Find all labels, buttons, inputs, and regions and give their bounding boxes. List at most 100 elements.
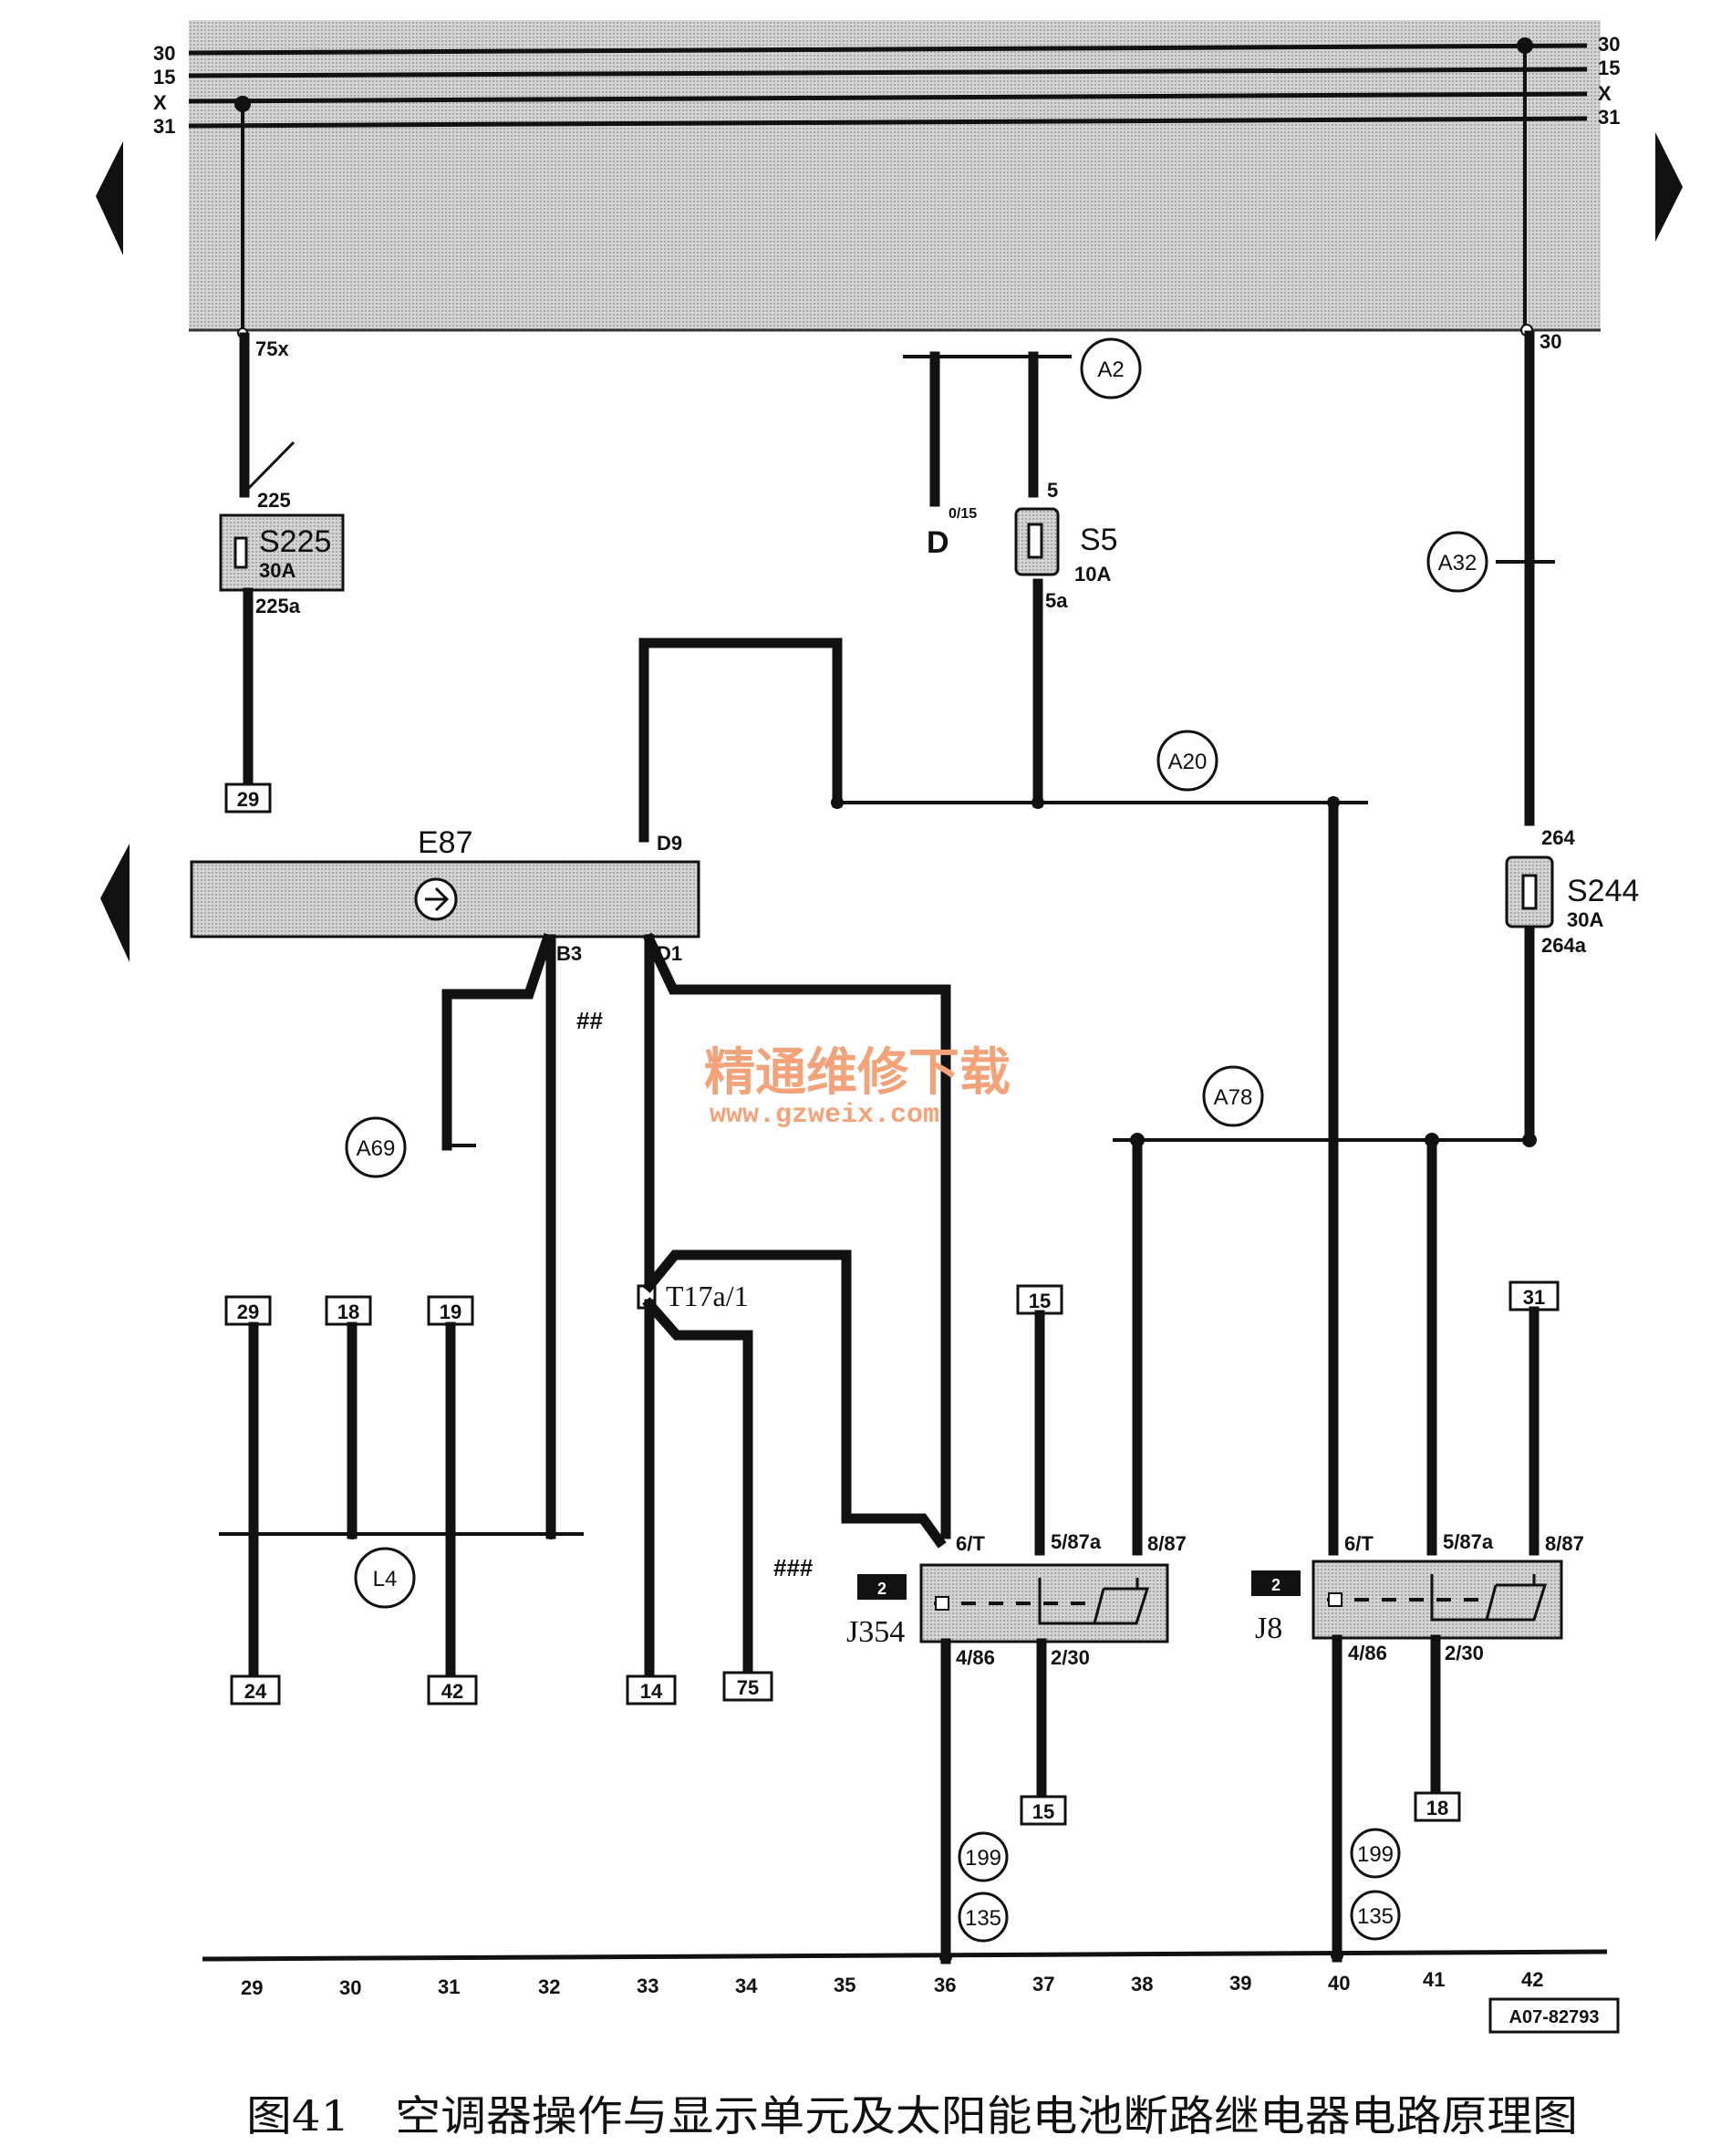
watermark-title: 精通维修下载 xyxy=(704,1043,1011,1103)
watermark-url: www.gzweix.com xyxy=(710,1100,939,1131)
j354-pin-887: 8/87 xyxy=(1147,1532,1187,1555)
ref-box-15-top xyxy=(1016,1284,1063,1315)
relay-j8-coil-box xyxy=(1328,1592,1343,1607)
scale-32: 32 xyxy=(538,1975,560,1998)
ref-box-18-label: 18 xyxy=(337,1301,359,1323)
relay-j354-coil-box xyxy=(935,1596,949,1611)
relay-j8-switch xyxy=(1430,1574,1548,1622)
connector-t17a-label: T17a/1 xyxy=(666,1280,749,1312)
circle-199-j8-label: 199 xyxy=(1357,1842,1394,1867)
ref-box-18-bottom xyxy=(1414,1791,1461,1822)
scale-35: 35 xyxy=(834,1974,855,1996)
ref-box-18 xyxy=(325,1295,372,1326)
page-prev-arrow-icon[interactable] xyxy=(96,141,123,255)
scale-29: 29 xyxy=(241,1976,263,1999)
pin-5a-label: 5a xyxy=(1045,589,1068,612)
circle-a78 xyxy=(1202,1065,1264,1127)
pin-75x-label: 75x xyxy=(255,337,289,360)
ref-box-14 xyxy=(626,1674,677,1705)
circle-a2 xyxy=(1080,337,1142,399)
circle-135-j8 xyxy=(1350,1890,1401,1941)
ref-box-15-top-label: 15 xyxy=(1029,1290,1051,1312)
scale-34: 34 xyxy=(735,1975,758,1997)
ground-bus xyxy=(202,1949,1608,1962)
wire-e87-d9 xyxy=(638,637,843,843)
pin-5-label: 5 xyxy=(1047,479,1058,502)
j354-pin-587a: 5/87a xyxy=(1051,1530,1102,1553)
relay-j354-switch xyxy=(1038,1578,1150,1625)
wire-b3-a69 xyxy=(441,933,554,1151)
wire-break-mark xyxy=(243,441,295,494)
circle-135-j8-label: 135 xyxy=(1357,1904,1394,1929)
scale-38: 38 xyxy=(1131,1973,1153,1995)
ref-box-19-label: 19 xyxy=(440,1301,461,1323)
rail-label-right-15: 15 xyxy=(1598,57,1620,79)
j8-pin-486: 4/86 xyxy=(1348,1642,1387,1664)
circle-l4-label: L4 xyxy=(373,1567,398,1591)
scale-39: 39 xyxy=(1229,1972,1251,1995)
pin-225a-label: 225a xyxy=(255,595,301,617)
pin-d9-label: D9 xyxy=(657,832,682,855)
relay-j354-tag xyxy=(857,1574,907,1600)
ref-box-24 xyxy=(230,1674,281,1705)
j8-pin-6t: 6/T xyxy=(1344,1532,1374,1555)
pin-225-label: 225 xyxy=(257,489,291,512)
rail-31 xyxy=(188,116,1588,129)
circle-a20 xyxy=(1156,730,1218,792)
scale-40: 40 xyxy=(1328,1972,1350,1995)
ref-box-29-label: 29 xyxy=(237,1301,259,1323)
ref-box-29-top xyxy=(224,783,272,814)
page-prev-arrow-icon-2[interactable] xyxy=(100,844,130,962)
rail-label-left-15: 15 xyxy=(153,66,175,88)
fuse-s225-rating: 30A xyxy=(259,559,295,582)
power-rail-panel xyxy=(189,20,1601,330)
circle-l4 xyxy=(354,1547,416,1609)
ref-box-15-bottom xyxy=(1020,1795,1067,1826)
pin-264-label: 264 xyxy=(1541,826,1575,849)
pin-0-15-label: 0/15 xyxy=(949,506,977,522)
ref-box-75-label: 75 xyxy=(737,1676,759,1699)
pin-264a-label: 264a xyxy=(1541,934,1587,957)
rail-label-right-x: X xyxy=(1598,82,1612,105)
ref-box-42-label: 42 xyxy=(441,1680,463,1703)
circle-a32 xyxy=(1426,531,1488,593)
j8-pin-887: 8/87 xyxy=(1545,1532,1584,1555)
ref-box-18-bottom-label: 18 xyxy=(1426,1797,1448,1819)
ref-box-29 xyxy=(224,1295,272,1326)
circle-199-j354 xyxy=(958,1831,1009,1882)
mark-hash3: ### xyxy=(773,1554,814,1581)
wire-d1-j354 xyxy=(642,932,951,1539)
fuse-s225-name: S225 xyxy=(259,524,331,559)
ref-box-15-bottom-label: 15 xyxy=(1032,1800,1054,1823)
circle-199-j354-label: 199 xyxy=(965,1846,1001,1871)
scale-42: 42 xyxy=(1521,1968,1543,1991)
rail-label-right-31: 31 xyxy=(1598,106,1620,129)
j8-pin-587a: 5/87a xyxy=(1443,1530,1494,1553)
fuse-s244-element xyxy=(1521,874,1538,910)
wire-t17a-75 xyxy=(642,1297,753,1680)
circle-a69 xyxy=(345,1116,407,1178)
rail-x xyxy=(188,91,1588,104)
fuse-s5-name: S5 xyxy=(1080,523,1118,557)
relay-j354-name: J354 xyxy=(846,1615,905,1649)
circle-135-j354-label: 135 xyxy=(965,1906,1001,1931)
fuse-s5-element xyxy=(1027,523,1043,559)
circle-a69-label: A69 xyxy=(357,1136,396,1161)
fuse-s244-name: S244 xyxy=(1567,874,1639,908)
relay-j8-tag xyxy=(1251,1570,1301,1596)
junction-ground-36 xyxy=(939,1951,952,1964)
ac-fan-icon-blades xyxy=(425,886,450,912)
circle-a20-label: A20 xyxy=(1168,750,1208,774)
page-next-arrow-icon[interactable] xyxy=(1655,132,1683,242)
circle-a78-label: A78 xyxy=(1214,1085,1253,1110)
relay-j354-tag-label: 2 xyxy=(877,1580,886,1598)
rail-label-left-30: 30 xyxy=(153,42,175,65)
ref-box-29-top-label: 29 xyxy=(237,788,259,811)
junction-a20-s5 xyxy=(1032,796,1044,809)
fuse-s225-element xyxy=(233,536,248,569)
scale-33: 33 xyxy=(637,1975,658,1997)
ref-box-42 xyxy=(427,1674,478,1705)
ref-box-24-label: 24 xyxy=(244,1680,267,1703)
pin-30-label: 30 xyxy=(1540,330,1561,353)
